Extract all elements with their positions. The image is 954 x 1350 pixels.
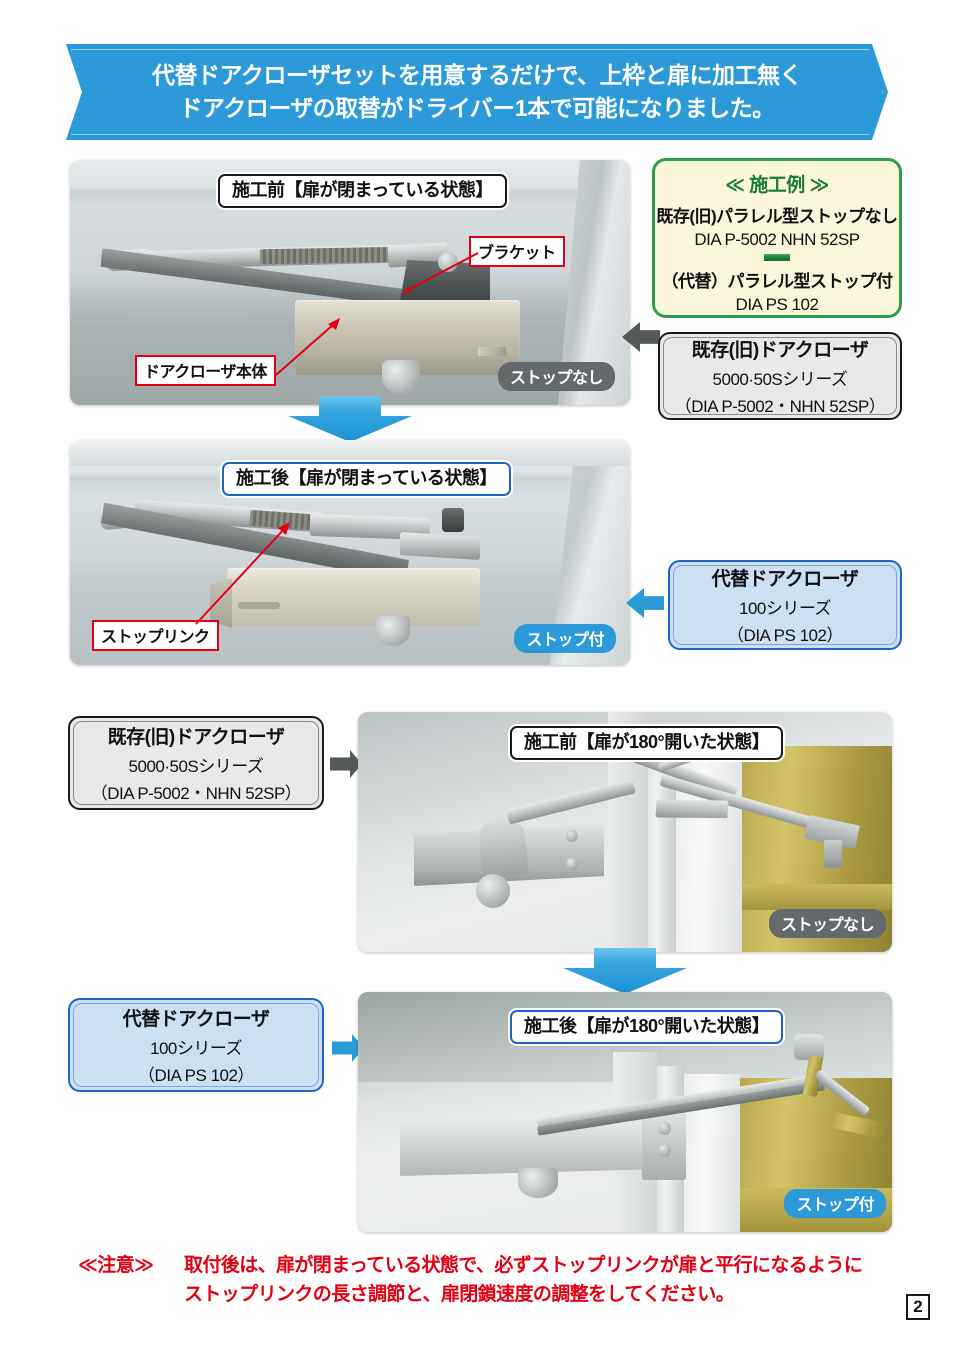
closer-screw-1: [566, 830, 578, 842]
callout-existing-door-closer-bottom: 既存(旧)ドアクローザ 5000·50Sシリーズ （DIA P-5002・NHN…: [68, 716, 324, 810]
callout-line-3: （DIA P-5002・NHN 52SP）: [674, 397, 886, 416]
photo-before-door-closed: 施工前【扉が閉まっている状態】 ブラケット ドアクローザ本体 ストップなし: [70, 160, 630, 405]
banner-line-1: 代替ドアクローザセットを用意するだけで、上枠と扉に加工無く: [152, 62, 802, 89]
label-stop-link: ストップリンク: [92, 620, 219, 651]
photo1-status-badge: ストップなし: [497, 362, 615, 391]
closer-adjust-knob: [476, 874, 510, 908]
example-after-model: DIA PS 102: [735, 295, 819, 314]
closer-screw-2: [658, 1144, 671, 1157]
ceiling-edge: [70, 440, 630, 466]
bracket-pin: [824, 840, 842, 868]
closer-valve-cover: [478, 347, 506, 356]
example-arrow-down-icon: [747, 254, 807, 261]
caution-heading: ≪注意≫: [78, 1255, 154, 1276]
banner-shape: 代替ドアクローザセットを用意するだけで、上枠と扉に加工無く ドアクローザの取替が…: [66, 44, 888, 140]
caution-note: ≪注意≫ 取付後は、扉が閉まっている状態で、必ずストップリンクが扉と平行になるよう…: [78, 1252, 908, 1309]
example-before-model: DIA P-5002 NHN 52SP: [694, 230, 860, 249]
example-title: ≪ 施工例 ≫: [725, 175, 829, 196]
callout-replacement-door-closer-top: 代替ドアクローザ 100シリーズ （DIA PS 102）: [668, 560, 902, 650]
photo4-status-badge: ストップ付: [784, 1189, 886, 1218]
bracket-pivot-block: [442, 508, 464, 532]
banner-line-2: ドアクローザの取替がドライバー1本で可能になりました。: [179, 95, 775, 121]
photo-after-door-closed: 施工後【扉が閉まっている状態】 ストップリンク ストップ付: [70, 440, 630, 665]
callout-replacement-door-closer-bottom: 代替ドアクローザ 100シリーズ （DIA PS 102）: [68, 998, 324, 1092]
replacement-closer-body: [220, 568, 480, 626]
closer-screw-2: [566, 858, 578, 870]
callout-line-2: 100シリーズ: [149, 1039, 243, 1058]
photo1-title-pill: 施工前【扉が閉まっている状態】: [218, 174, 507, 208]
example-after-label: （代替）パラレル型ストップ付: [661, 272, 894, 291]
callout-line-3: （DIA PS 102）: [138, 1066, 254, 1085]
callout-arrow-replacement-top-icon: [626, 588, 664, 618]
closer-adjust-knob: [382, 360, 420, 394]
callout-line-1: 既存(旧)ドアクローザ: [107, 727, 285, 748]
callout-line-1: 代替ドアクローザ: [711, 569, 859, 590]
arm-bracket-shoe: [400, 532, 480, 560]
callout-line-2: 100シリーズ: [738, 599, 832, 618]
photo-before-door-open-180: 施工前【扉が180°開いた状態】 ストップなし: [358, 712, 892, 952]
callout-line-2: 5000·50Sシリーズ: [712, 370, 848, 389]
page-number: 2: [906, 1294, 930, 1320]
bracket-pivot: [438, 252, 458, 272]
door-brass-band: [742, 884, 892, 910]
example-before-label: 既存(旧)パラレル型ストップなし: [656, 207, 898, 226]
caution-line-1: 取付後は、扉が閉まっている状態で、必ずストップリンクが扉と平行になるように: [184, 1255, 863, 1276]
label-bracket: ブラケット: [469, 236, 565, 267]
closer-spindle-cap: [476, 813, 530, 879]
callout-line-3: （DIA P-5002・NHN 52SP）: [90, 784, 302, 803]
photo-after-door-open-180: 施工後【扉が180°開いた状態】 ストップ付: [358, 992, 892, 1232]
photo2-status-badge: ストップ付: [514, 624, 616, 653]
label-closer-body: ドアクローザ本体: [135, 355, 276, 386]
header-banner: 代替ドアクローザセットを用意するだけで、上枠と扉に加工無く ドアクローザの取替が…: [66, 44, 888, 140]
photo2-title-pill: 施工後【扉が閉まっている状態】: [222, 462, 511, 496]
closer-label-slot: [238, 602, 280, 609]
installation-example-box: ≪ 施工例 ≫ 既存(旧)パラレル型ストップなし DIA P-5002 NHN …: [652, 158, 902, 318]
photo3-status-badge: ストップなし: [768, 909, 886, 938]
callout-line-1: 既存(旧)ドアクローザ: [691, 340, 869, 361]
callout-line-3: （DIA PS 102）: [727, 626, 843, 645]
transition-arrow-down-bottom: [563, 948, 687, 994]
closer-screw-1: [658, 1122, 671, 1135]
callout-existing-door-closer-top: 既存(旧)ドアクローザ 5000·50Sシリーズ （DIA P-5002・NHN…: [658, 332, 902, 420]
closer-adjust-knob: [376, 616, 410, 646]
callout-line-1: 代替ドアクローザ: [122, 1009, 270, 1030]
caution-line-2: ストップリンクの長さ調節と、扉閉鎖速度の調整をしてください。: [184, 1283, 735, 1305]
callout-line-2: 5000·50Sシリーズ: [128, 757, 264, 776]
closer-adjust-knob: [518, 1168, 558, 1198]
photo3-title-pill: 施工前【扉が180°開いた状態】: [510, 726, 784, 760]
photo4-title-pill: 施工後【扉が180°開いた状態】: [510, 1010, 784, 1044]
